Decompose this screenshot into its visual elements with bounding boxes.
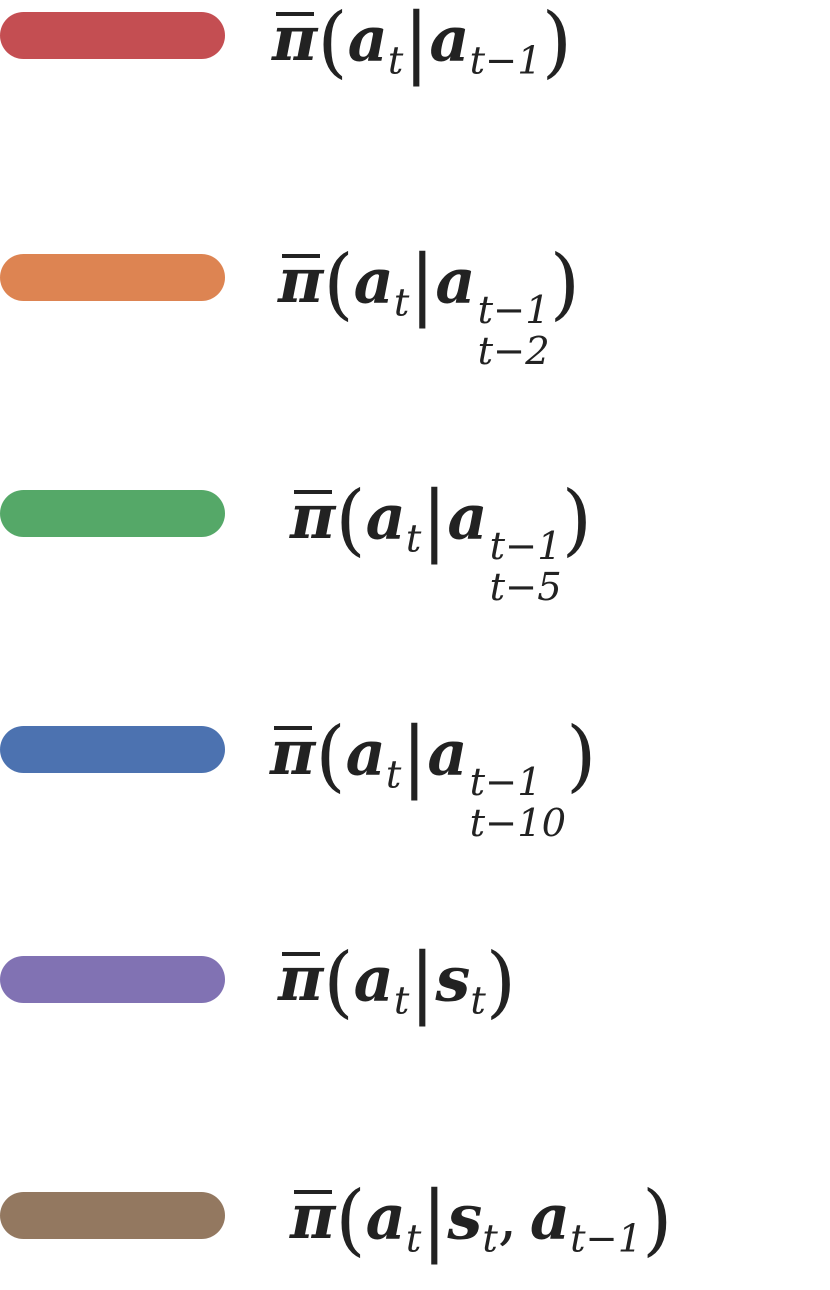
legend-swatch-orange xyxy=(0,254,225,301)
pi-bar-symbol: π xyxy=(278,244,324,318)
legend-label: π(at|st) xyxy=(278,937,517,1027)
legend-swatch-red xyxy=(0,12,225,59)
legend-swatch-purple xyxy=(0,956,225,1003)
pi-bar-symbol: π xyxy=(290,480,336,554)
pi-bar-symbol: π xyxy=(270,716,316,790)
legend-entry-a-t-minus-1: π(at|at−1) xyxy=(0,0,830,120)
legend-label: π(at|at−1) xyxy=(272,0,572,87)
legend-swatch-brown xyxy=(0,1192,225,1239)
pi-bar-symbol: π xyxy=(272,2,318,76)
legend-entry-s-t: π(at|st) xyxy=(0,934,830,1054)
legend-label: π(at|st,at−1) xyxy=(290,1175,673,1265)
legend-swatch-green xyxy=(0,490,225,537)
legend-entry-s-t-a-t-minus-1: π(at|st,at−1) xyxy=(0,1170,830,1290)
pi-bar-symbol: π xyxy=(278,942,324,1016)
pi-bar-symbol: π xyxy=(290,1180,336,1254)
legend-swatch-blue xyxy=(0,726,225,773)
